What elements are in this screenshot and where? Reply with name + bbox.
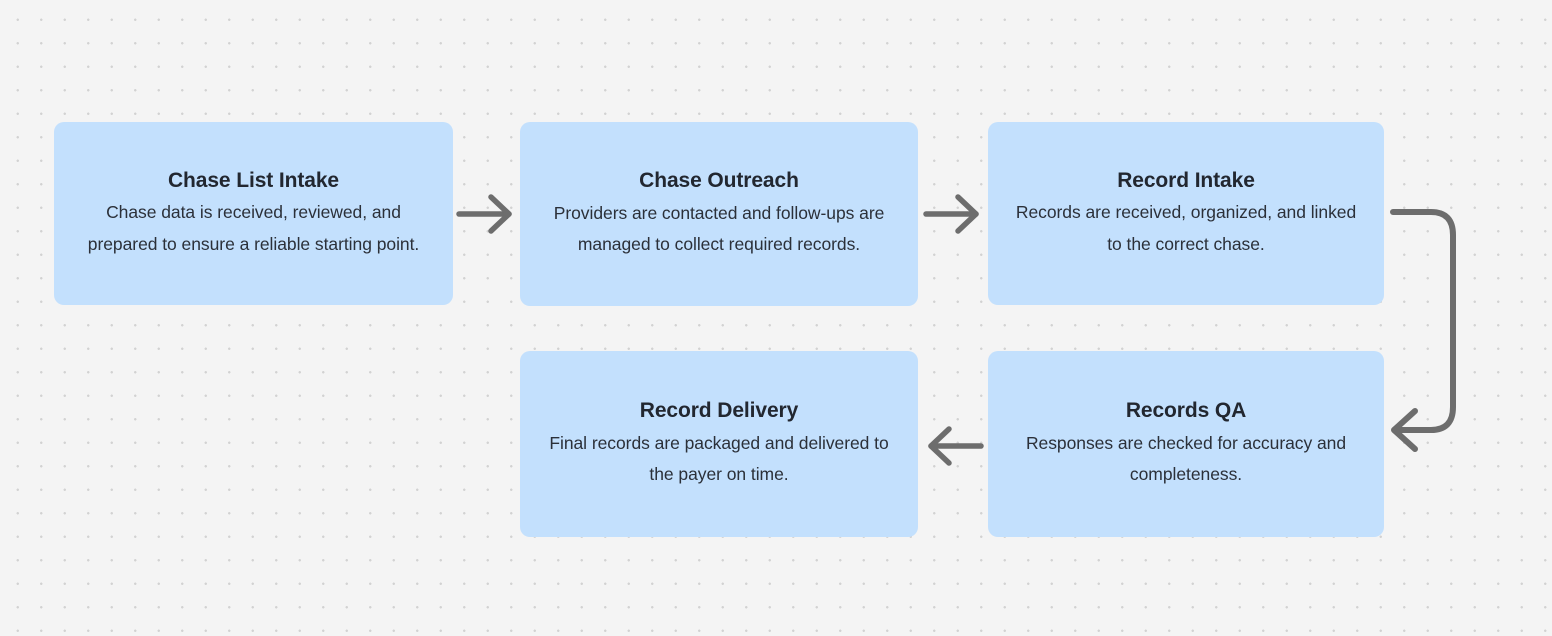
node-description: Final records are packaged and delivered… [549, 432, 889, 485]
node-description: Responses are checked for accuracy and c… [1025, 432, 1347, 485]
node-record-intake[interactable]: Record Intake Records are received, orga… [988, 122, 1384, 305]
curved-arrow-icon-record-intake-to-records-qa [1390, 209, 1456, 452]
node-chase-outreach[interactable]: Chase Outreach Providers are contacted a… [520, 122, 918, 306]
node-records-qa[interactable]: Records QA Responses are checked for acc… [988, 351, 1384, 537]
node-title: Records QA [1125, 399, 1247, 423]
node-title: Record Delivery [639, 399, 799, 423]
node-title: Chase Outreach [639, 169, 799, 193]
node-title: Chase List Intake [167, 168, 340, 192]
arrow-left-icon-records-qa-to-record-delivery [928, 426, 984, 466]
arrow-right-icon-intake-to-outreach [456, 194, 512, 234]
node-chase-list-intake[interactable]: Chase List Intake Chase data is received… [54, 122, 453, 305]
node-record-delivery[interactable]: Record Delivery Final records are packag… [520, 351, 918, 537]
node-description: Providers are contacted and follow-ups a… [553, 202, 885, 255]
node-title: Record Intake [1117, 168, 1255, 192]
arrow-right-icon-outreach-to-record-intake [923, 194, 979, 234]
node-description: Records are received, organized, and lin… [1015, 202, 1357, 254]
node-description: Chase data is received, reviewed, and pr… [87, 202, 420, 254]
